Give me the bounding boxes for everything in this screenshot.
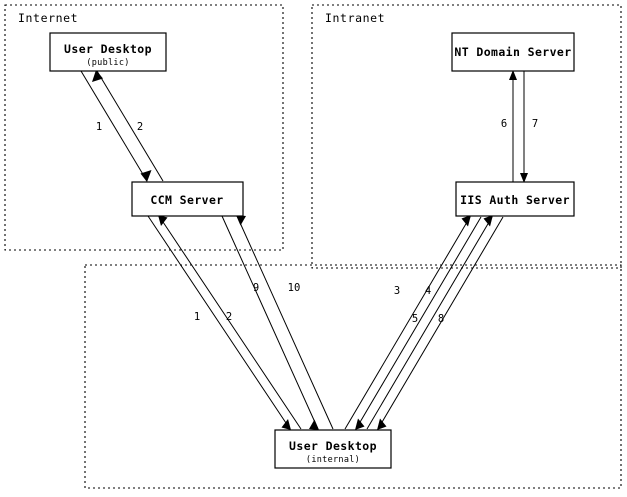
flow-group-public-ccm: 1 2: [80, 70, 164, 182]
flow-1-public-label: 1: [96, 121, 102, 133]
flow-3-line: [344, 216, 471, 430]
flow-2-internal-line: [158, 215, 302, 430]
zone-intranet-boundary: [311, 4, 622, 269]
flow-10-label: 10: [288, 282, 301, 294]
node-iis-auth-server-box[interactable]: [455, 181, 575, 217]
node-user-desktop-public[interactable]: User Desktop (public): [49, 32, 167, 72]
zone-intranet-label: Intranet: [325, 11, 385, 25]
flow-1-internal-line: [147, 215, 291, 430]
node-nt-domain-server-box[interactable]: [451, 32, 575, 72]
flow-2-public-label: 2: [137, 121, 143, 133]
flow-1-public-arrowhead: [140, 170, 152, 182]
zone-internet-boundary: [4, 4, 284, 251]
node-user-desktop-internal-box[interactable]: [274, 429, 392, 469]
flow-9-label: 9: [253, 282, 259, 294]
flow-1-internal-label: 1: [194, 311, 200, 323]
flow-9-arrowhead: [309, 419, 319, 430]
zone-internet-label: Internet: [18, 11, 78, 25]
flow-3-arrowhead: [461, 215, 471, 227]
flow-1-internal-arrowhead: [281, 419, 291, 430]
flow-10-line: [236, 215, 334, 430]
flow-4-label: 4: [425, 285, 431, 297]
flow-8-label: 8: [438, 313, 444, 325]
node-user-desktop-internal-title: User Desktop: [289, 439, 377, 453]
node-nt-domain-server-title: NT Domain Server: [454, 45, 571, 59]
flow-7-arrowhead: [520, 173, 528, 183]
flow-5-line: [366, 216, 493, 430]
flow-3-label: 3: [394, 285, 400, 297]
flow-group-iis-nt: 6 7: [501, 70, 538, 183]
flow-4-line: [355, 216, 482, 430]
zone-internal-boundary: [84, 264, 622, 489]
flow-group-internal-iis-58: 5 8: [366, 215, 504, 430]
node-ccm-server[interactable]: CCM Server: [131, 181, 244, 217]
node-user-desktop-public-subtitle: (public): [86, 58, 129, 68]
flow-5-arrowhead: [483, 215, 493, 227]
flow-6-label: 6: [501, 118, 507, 130]
flow-9-line: [221, 215, 319, 430]
node-user-desktop-public-title: User Desktop: [64, 42, 152, 56]
flow-2-internal-label: 2: [226, 311, 232, 323]
node-iis-auth-server[interactable]: IIS Auth Server: [455, 181, 575, 217]
flow-1-public-line: [80, 70, 148, 182]
node-user-desktop-internal-subtitle: (internal): [306, 455, 360, 465]
flow-2-internal-arrowhead: [158, 215, 168, 226]
flow-5-label: 5: [412, 313, 418, 325]
node-ccm-server-title: CCM Server: [150, 193, 223, 207]
flow-group-internal-iis-34: 3 4: [344, 215, 482, 430]
flow-group-ccm-internal-left: 1 2: [147, 215, 302, 430]
flow-4-arrowhead: [355, 418, 365, 430]
node-ccm-server-box[interactable]: [131, 181, 244, 217]
flow-7-label: 7: [532, 118, 538, 130]
flow-10-arrowhead: [236, 215, 246, 226]
node-nt-domain-server[interactable]: NT Domain Server: [451, 32, 575, 72]
node-iis-auth-server-title: IIS Auth Server: [460, 193, 570, 207]
node-user-desktop-internal[interactable]: User Desktop (internal): [274, 429, 392, 469]
flow-8-line: [377, 216, 504, 430]
flow-6-arrowhead: [509, 70, 517, 80]
node-user-desktop-public-box[interactable]: [49, 32, 167, 72]
flow-2-public-arrowhead: [92, 70, 103, 82]
flow-group-ccm-internal-right: 9 10: [221, 215, 334, 430]
flow-2-public-line: [96, 70, 164, 182]
flow-8-arrowhead: [377, 418, 387, 430]
